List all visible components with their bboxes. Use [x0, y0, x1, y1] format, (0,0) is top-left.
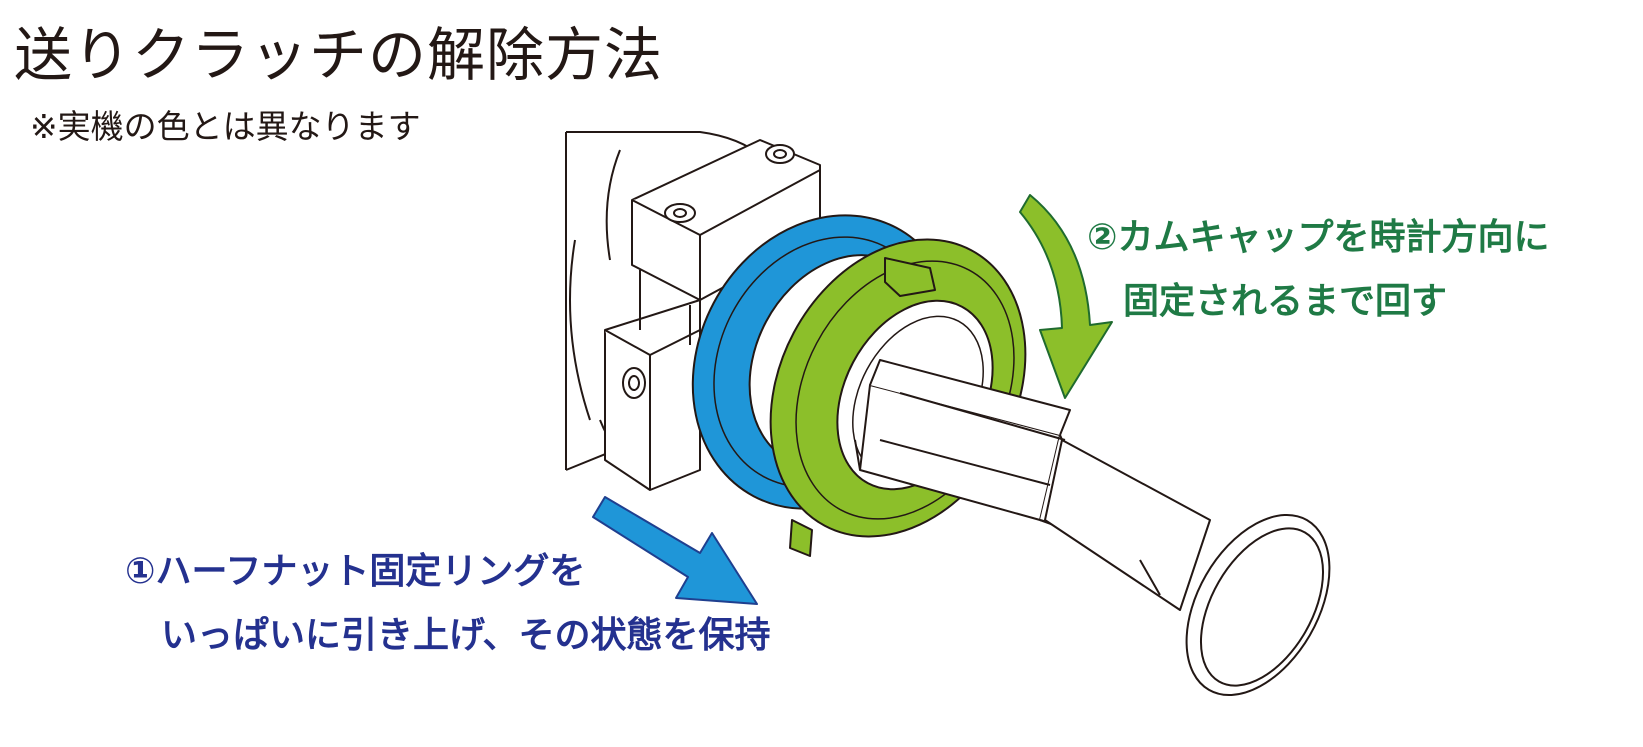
step1-instruction: ①ハーフナット固定リングを いっぱいに引き上げ、その状態を保持 — [125, 540, 770, 668]
step1-line1: ①ハーフナット固定リングを — [125, 551, 586, 592]
page-title: 送りクラッチの解除方法 — [14, 21, 664, 89]
arrow-down-right-icon — [592, 496, 758, 605]
release-knob — [1044, 439, 1331, 697]
cap-screw-side — [622, 367, 646, 399]
curved-arrow-clockwise-icon — [1019, 194, 1113, 399]
cap-screw-top-right — [765, 144, 795, 164]
step2-line2: 固定されるまで回す — [1123, 281, 1448, 322]
color-disclaimer-note: ※実機の色とは異なります — [30, 107, 421, 146]
cap-screw-top — [664, 203, 696, 223]
step2-instruction: ②カムキャップを時計方向に 固定されるまで回す — [1087, 206, 1549, 334]
step1-line2: いっぱいに引き上げ、その状態を保持 — [161, 615, 771, 656]
step2-line1: ②カムキャップを時計方向に — [1087, 217, 1550, 258]
